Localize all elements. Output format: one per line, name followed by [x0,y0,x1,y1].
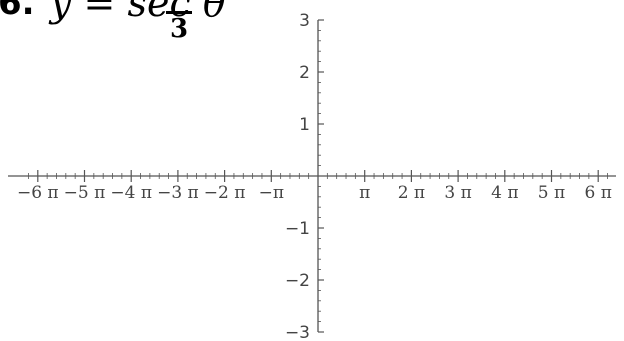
x-tick-label: 5 π [538,183,565,203]
x-axis-ticks [28,170,608,182]
fraction-denominator: 3 [170,14,189,44]
x-tick-label: 3 π [444,183,471,203]
y-tick-label: 2 [299,63,310,83]
y-tick-label: 1 [299,115,310,135]
fraction-bar [166,11,192,14]
y-tick-label: −3 [285,323,310,341]
x-tick-label: −6 π [17,183,59,203]
equation-variable: θ [202,0,226,25]
x-tick-label: −π [259,183,284,203]
x-tick-label: 4 π [491,183,518,203]
y-tick-label: −2 [285,271,310,291]
x-tick-label: 6 π [584,183,611,203]
y-axis-tick-labels: 3 2 1 −1 −2 −3 [285,11,310,341]
x-tick-label: −5 π [64,183,106,203]
problem-header: 6. y = sec θ 3 [0,0,258,48]
y-axis-ticks [318,19,324,333]
x-tick-label: −3 π [157,183,199,203]
x-tick-label: −4 π [110,183,152,203]
x-tick-label: π [359,183,370,203]
x-tick-label: −2 π [204,183,246,203]
problem-number: 6. [0,0,35,23]
y-tick-label: −1 [285,219,310,239]
x-axis-tick-labels: −6 π−5 π−4 π−3 π−2 π −π π 2 π 3 π 4 π 5 π 6 π [17,183,612,203]
y-tick-label: 3 [299,11,310,31]
x-tick-label: 2 π [398,183,425,203]
